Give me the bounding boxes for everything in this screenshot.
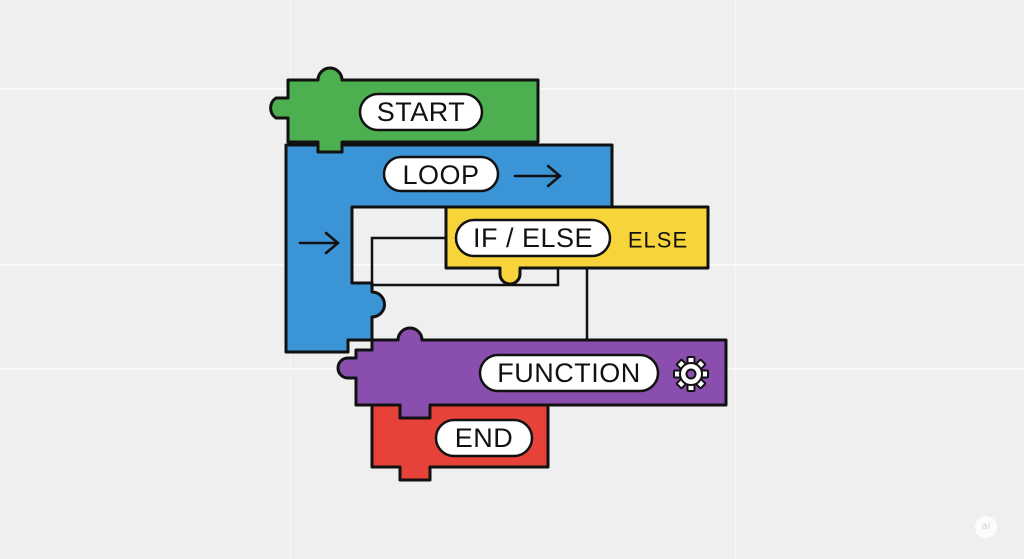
function-label-pill [478,353,660,393]
watermark-badge: ai [975,516,997,538]
else-tag-label: ELSE [628,228,688,253]
loop-block[interactable]: LOOP [284,143,614,354]
end-label-pill [434,418,534,458]
end-block[interactable]: END [370,403,550,482]
start-block[interactable]: START [269,66,540,154]
ifelse-label: IF / ELSE [473,223,593,253]
function-label: FUNCTION [497,358,640,388]
background-line [735,0,736,559]
start-label-pill [358,92,484,132]
right-arrow-icon [513,164,562,188]
loop-block-body [284,143,614,354]
ifelse-block[interactable]: IF / ELSE ELSE [444,205,710,286]
loop-label-pill [382,155,500,193]
gear-icon[interactable] [673,356,709,392]
start-label: START [377,97,466,127]
function-block[interactable]: FUNCTION [336,326,728,420]
right-arrow-icon [298,231,340,255]
ifelse-label-pill [454,218,612,258]
loop-label: LOOP [402,160,479,190]
end-label: END [455,423,514,453]
